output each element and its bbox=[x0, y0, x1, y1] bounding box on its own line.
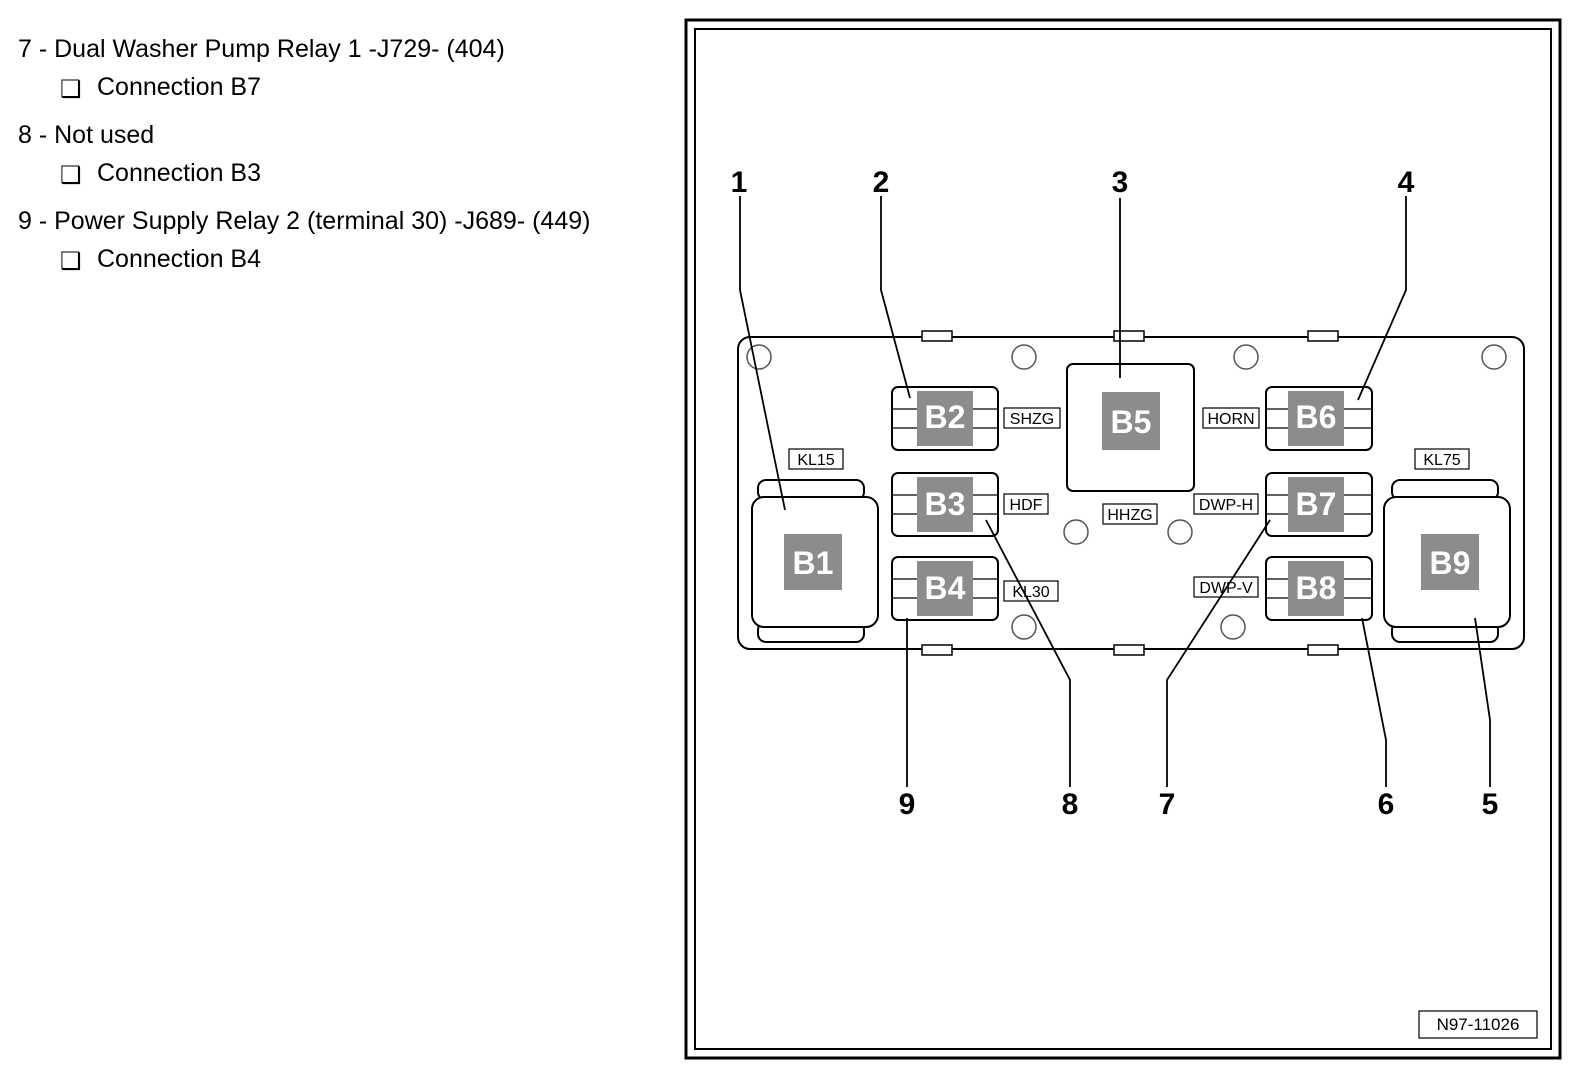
slot-label-b3: B3 bbox=[925, 486, 966, 522]
terminal-label-horn: HORN bbox=[1202, 407, 1260, 429]
frame-inner bbox=[694, 28, 1552, 1050]
figure-reference: N97-11026 bbox=[1418, 1010, 1538, 1039]
checkbox-bullet-icon: ❑ bbox=[60, 162, 82, 189]
callout-4: 4 bbox=[1398, 166, 1415, 199]
legend-item-title: 9 - Power Supply Relay 2 (terminal 30) -… bbox=[18, 207, 591, 235]
callout-7: 7 bbox=[1159, 788, 1176, 821]
slot-label-b5: B5 bbox=[1111, 404, 1152, 440]
callout-3: 3 bbox=[1112, 166, 1129, 199]
slot-label-b4: B4 bbox=[925, 570, 966, 606]
relay-slot-b7: B7 bbox=[1265, 472, 1373, 537]
terminal-label-dwp-h: DWP-H bbox=[1193, 493, 1259, 515]
leader-lines bbox=[739, 196, 1491, 787]
legend-item-connection: ❑ Connection B7 bbox=[18, 72, 678, 103]
svg-text:HDF: HDF bbox=[1010, 497, 1043, 514]
legend-list: 7 - Dual Washer Pump Relay 1 -J729- (404… bbox=[18, 34, 678, 292]
slot-label-b6: B6 bbox=[1296, 399, 1337, 435]
terminal-label-hhzg: HHZG bbox=[1102, 503, 1158, 525]
terminal-label-shzg: SHZG bbox=[1003, 407, 1061, 429]
connection-label: Connection B4 bbox=[97, 245, 262, 273]
callout-9: 9 bbox=[899, 788, 916, 821]
svg-text:HORN: HORN bbox=[1207, 411, 1254, 428]
callout-6: 6 bbox=[1378, 788, 1395, 821]
legend-item-title: 7 - Dual Washer Pump Relay 1 -J729- (404… bbox=[18, 35, 505, 63]
svg-text:HHZG: HHZG bbox=[1107, 507, 1152, 524]
frame-outer bbox=[684, 18, 1562, 1060]
relay-slot-b6: B6 bbox=[1265, 386, 1373, 451]
svg-text:DWP-H: DWP-H bbox=[1199, 497, 1253, 514]
callout-1: 1 bbox=[731, 166, 748, 199]
terminal-label-kl15: KL15 bbox=[788, 448, 844, 470]
relay-slot-b9: B9 bbox=[1383, 479, 1511, 643]
terminal-label-hdf: HDF bbox=[1003, 493, 1049, 515]
slot-label-b1: B1 bbox=[793, 545, 834, 581]
checkbox-bullet-icon: ❑ bbox=[60, 76, 82, 103]
legend-item-7: 7 - Dual Washer Pump Relay 1 -J729- (404… bbox=[18, 34, 678, 103]
checkbox-bullet-icon: ❑ bbox=[60, 248, 82, 275]
relay-slot-b1: B1 bbox=[751, 479, 879, 643]
relay-slot-b3: B3 bbox=[891, 472, 999, 537]
legend-item-9: 9 - Power Supply Relay 2 (terminal 30) -… bbox=[18, 206, 678, 275]
connection-label: Connection B7 bbox=[97, 73, 262, 101]
callout-5: 5 bbox=[1482, 788, 1499, 821]
connection-label: Connection B3 bbox=[97, 159, 262, 187]
slot-label-b2: B2 bbox=[925, 399, 966, 435]
svg-text:SHZG: SHZG bbox=[1010, 411, 1054, 428]
relay-slot-b5: B5 bbox=[1066, 363, 1195, 492]
legend-item-title: 8 - Not used bbox=[18, 121, 155, 149]
callout-2: 2 bbox=[873, 166, 890, 199]
slot-label-b9: B9 bbox=[1430, 545, 1471, 581]
terminal-label-kl30: KL30 bbox=[1003, 580, 1059, 602]
legend-item-8: 8 - Not used ❑ Connection B3 bbox=[18, 120, 678, 189]
svg-text:KL75: KL75 bbox=[1423, 452, 1460, 469]
svg-text:KL15: KL15 bbox=[797, 452, 834, 469]
relay-slot-b8: B8 bbox=[1265, 556, 1373, 621]
svg-text:N97-11026: N97-11026 bbox=[1437, 1015, 1520, 1034]
relay-slot-b4: B4 bbox=[891, 556, 999, 621]
slot-label-b7: B7 bbox=[1296, 486, 1337, 522]
legend-item-connection: ❑ Connection B3 bbox=[18, 158, 678, 189]
callout-8: 8 bbox=[1062, 788, 1079, 821]
terminal-label-kl75: KL75 bbox=[1414, 448, 1470, 470]
legend-item-connection: ❑ Connection B4 bbox=[18, 244, 678, 275]
relay-slot-b2: B2 bbox=[891, 386, 999, 451]
slot-label-b8: B8 bbox=[1296, 570, 1337, 606]
svg-text:KL30: KL30 bbox=[1012, 584, 1049, 601]
